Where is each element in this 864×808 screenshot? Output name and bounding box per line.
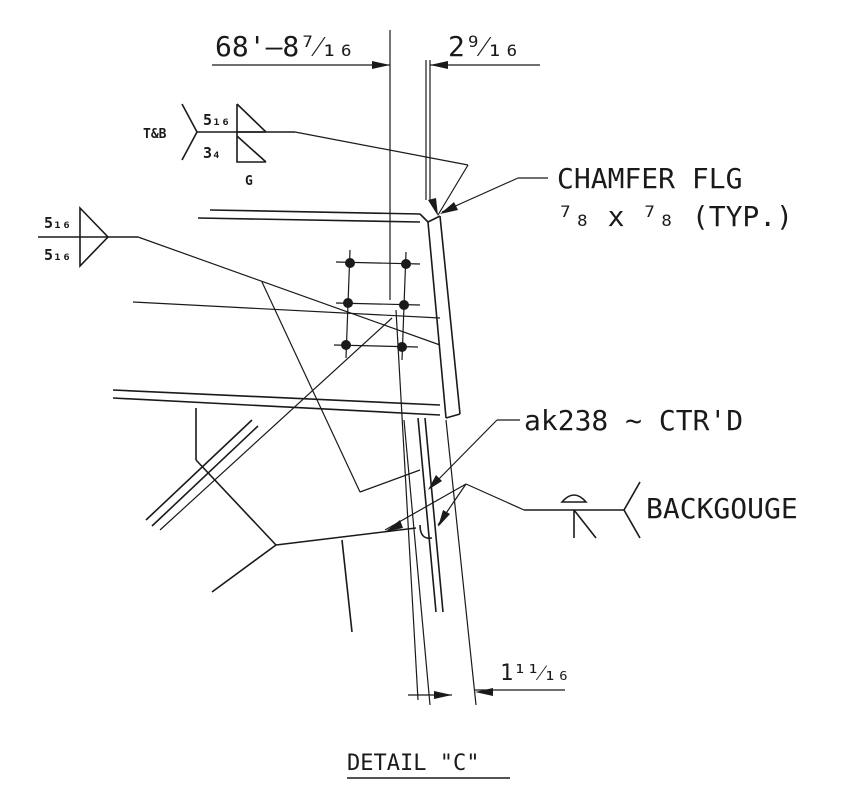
- backgouge-symbol: [384, 481, 641, 539]
- backgouge-label: BACKGOUGE: [646, 492, 798, 525]
- weld-symbol-top: [181, 103, 469, 216]
- top-flange: [197, 209, 429, 223]
- top-dimension: [212, 30, 540, 300]
- weld-tail-text: T&B: [143, 127, 167, 142]
- dimension-top-left: 68'—8⁷⁄₁₆: [215, 30, 355, 63]
- dimension-top-right: 2⁹⁄₁₆: [448, 30, 520, 63]
- dimension-bottom: 1¹¹⁄₁₆: [500, 661, 570, 686]
- weld-left-size-lower: 5₁₆: [44, 246, 71, 264]
- bolt-group: [132, 249, 441, 361]
- bottom-flange: [112, 389, 441, 416]
- chamfer-leader: [428, 177, 548, 216]
- connection-plate: [427, 215, 461, 419]
- weld-symbol-left: [38, 206, 441, 493]
- gusset-plate: [145, 317, 417, 633]
- weld-left-size-upper: 5₁₆: [44, 214, 71, 232]
- bottom-dimension: [408, 688, 565, 699]
- weld-top-size-upper: 5₁₆: [203, 111, 230, 129]
- detail-title: DETAIL "C": [347, 751, 479, 776]
- callout-ak238: ak238 ~ CTR'D: [524, 404, 743, 437]
- weld-top-size-lower: 3₄: [203, 144, 221, 162]
- ak238-leader: [428, 419, 520, 490]
- vertical-member: [395, 309, 477, 706]
- chamfer-note-line2: ⁷₈ x ⁷₈ (TYP.): [557, 200, 793, 233]
- weld-finish-g: G: [245, 174, 253, 189]
- chamfer-note-line1: CHAMFER FLG: [557, 162, 742, 195]
